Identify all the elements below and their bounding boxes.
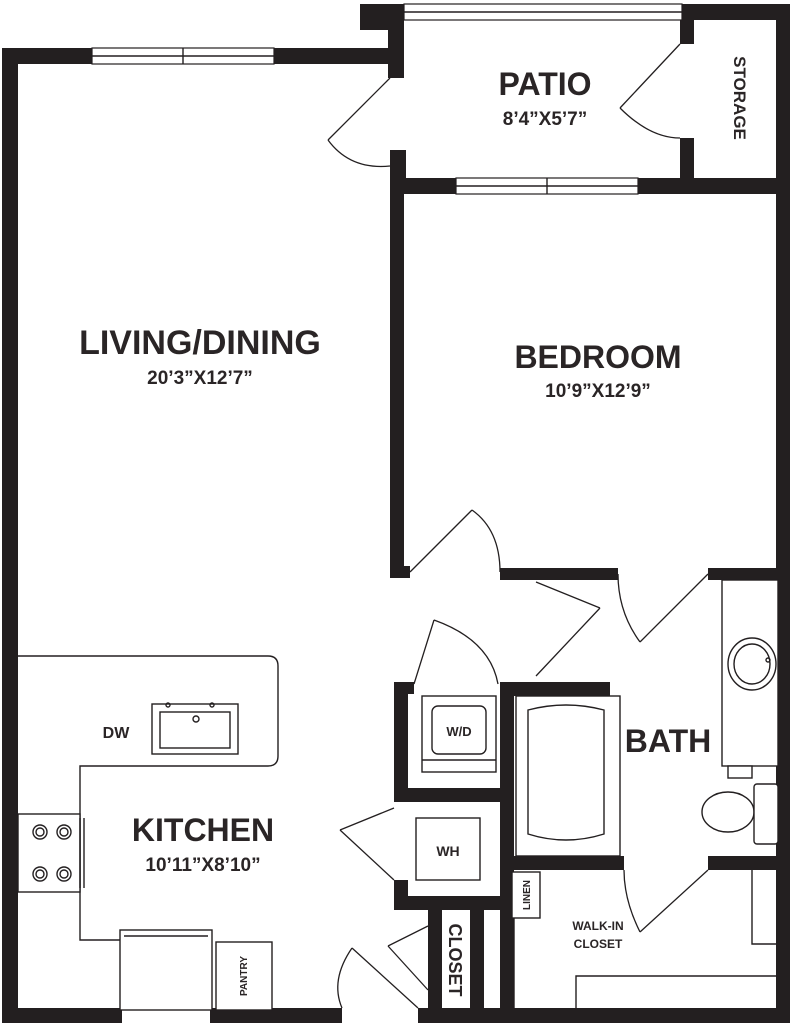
water-heater-label: WH bbox=[436, 843, 459, 859]
window-patio bbox=[403, 3, 683, 21]
wall-right bbox=[776, 4, 790, 1023]
closet-label: CLOSET bbox=[445, 923, 465, 996]
wall-patio-top-right bbox=[680, 4, 788, 20]
door-closet bbox=[387, 925, 429, 991]
door-walkin bbox=[623, 869, 709, 933]
wall-wd-top bbox=[394, 682, 414, 694]
wall-left bbox=[2, 48, 18, 1023]
door-water-heater bbox=[339, 807, 395, 881]
patio-label: PATIO bbox=[498, 66, 591, 102]
interior-walls bbox=[390, 4, 788, 1012]
door-patio bbox=[327, 77, 391, 168]
door-bedroom bbox=[409, 509, 501, 573]
wall-bath-top bbox=[500, 682, 610, 696]
bedroom-label: BEDROOM bbox=[514, 339, 681, 375]
walkin-shelving bbox=[513, 870, 778, 1008]
wall-bedroom-left bbox=[390, 178, 404, 576]
wall-patio-bottom-right bbox=[636, 178, 788, 194]
wall-top-living-right bbox=[272, 48, 390, 64]
kitchen-dims: 10’11”X8’10” bbox=[145, 855, 260, 876]
sink-icon bbox=[151, 702, 239, 755]
vanity-icon bbox=[721, 579, 779, 779]
pantry-cabinet bbox=[215, 941, 273, 1011]
bath-fixtures bbox=[515, 579, 779, 857]
toilet-icon bbox=[701, 783, 779, 845]
windows bbox=[91, 3, 683, 195]
wall-top-living-left bbox=[2, 48, 94, 64]
wall-bath-bottom-left bbox=[500, 856, 624, 870]
living-dining-dims: 20’3”X12’7” bbox=[147, 368, 253, 389]
storage-label: STORAGE bbox=[730, 56, 749, 140]
wall-bedroom-bottom-right bbox=[708, 568, 788, 580]
wall-wd-right bbox=[500, 682, 514, 1012]
wall-storage bbox=[680, 4, 694, 44]
door-bath bbox=[617, 573, 709, 643]
wall-bedroom-bottom-left bbox=[390, 566, 410, 578]
bathtub-icon bbox=[515, 695, 621, 857]
wall-notch-down bbox=[388, 4, 404, 78]
patio-dims: 8’4”X5’7” bbox=[503, 109, 588, 130]
refrigerator-icon bbox=[119, 929, 213, 1011]
wall-storage-lower bbox=[680, 138, 694, 190]
living-dining-label: LIVING/DINING bbox=[79, 324, 321, 362]
pantry-label: PANTRY bbox=[239, 956, 250, 996]
fixture-labels: DW W/D WH LINEN PANTRY bbox=[103, 724, 533, 996]
window-bedroom bbox=[455, 177, 639, 195]
walkin-closet-label-line2: CLOSET bbox=[574, 937, 623, 951]
dishwasher-label: DW bbox=[103, 725, 131, 742]
utility-fixtures bbox=[415, 695, 778, 1008]
washer-dryer-icon bbox=[421, 695, 497, 773]
water-heater-icon bbox=[415, 817, 481, 881]
wall-closet-right bbox=[470, 896, 484, 1012]
linen-label: LINEN bbox=[522, 880, 533, 910]
bath-label: BATH bbox=[625, 723, 712, 759]
wall-bath-bottom-right bbox=[708, 856, 788, 870]
linen-shelf bbox=[511, 871, 541, 919]
door-entry bbox=[337, 947, 419, 1009]
bedroom-dims: 10’9”X12’9” bbox=[545, 381, 651, 402]
wall-bottom-kitchen bbox=[2, 1008, 122, 1023]
wall-wh-bottom bbox=[394, 896, 512, 910]
washer-dryer-label: W/D bbox=[446, 724, 471, 739]
kitchen-counter-island bbox=[18, 655, 279, 941]
door-storage bbox=[619, 43, 681, 139]
range-icon bbox=[17, 813, 85, 893]
wall-bottom-mid bbox=[210, 1008, 342, 1023]
exterior-walls bbox=[2, 4, 790, 1023]
wall-wd-left bbox=[394, 682, 408, 802]
door-laundry bbox=[413, 619, 499, 685]
kitchen-fixtures bbox=[17, 655, 279, 1011]
walkin-closet-label-line1: WALK-IN bbox=[572, 919, 623, 933]
wall-closet-left bbox=[428, 896, 442, 1012]
wall-patio-bottom bbox=[390, 178, 458, 194]
window-living bbox=[91, 47, 275, 65]
wall-bedroom-bottom-mid bbox=[500, 568, 618, 580]
kitchen-label: KITCHEN bbox=[132, 812, 274, 848]
door-hall bbox=[535, 581, 601, 677]
wall-wh-top bbox=[394, 788, 512, 802]
room-labels: PATIO 8’4”X5’7” STORAGE LIVING/DINING 20… bbox=[79, 56, 749, 996]
doors bbox=[327, 43, 709, 1009]
